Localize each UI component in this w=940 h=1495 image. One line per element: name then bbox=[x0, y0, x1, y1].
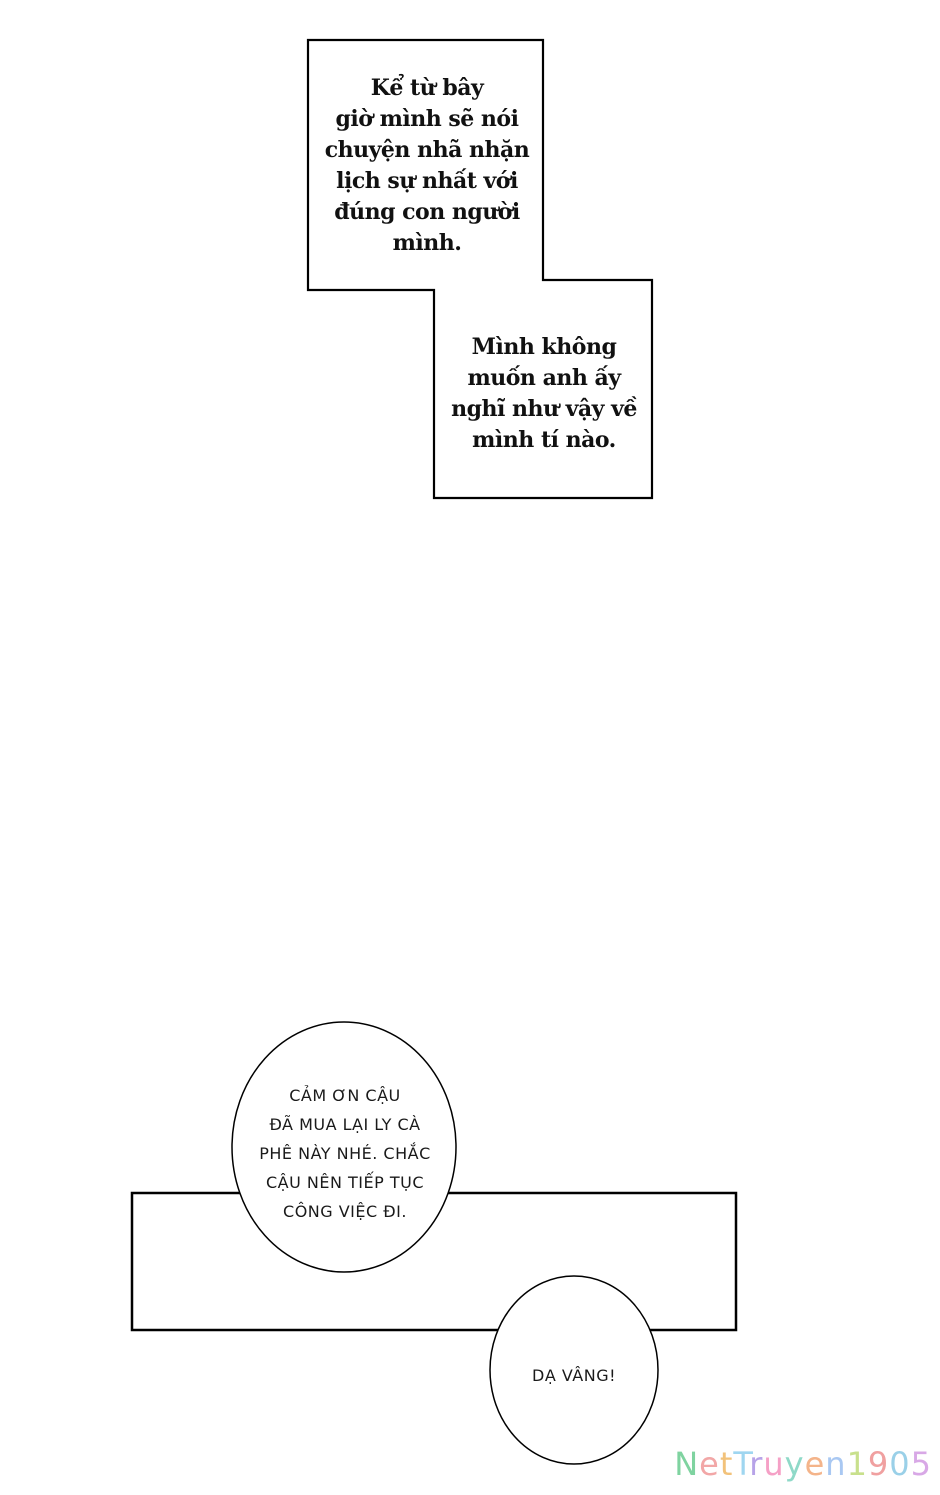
speech-line: CẬU NÊN TIẾP TỤC bbox=[265, 1173, 425, 1192]
watermark-letter: r bbox=[749, 1445, 764, 1483]
caption-box-outline bbox=[306, 38, 654, 500]
speech-line: CẢM ƠN CẬU bbox=[289, 1086, 401, 1105]
watermark-letter: 9 bbox=[867, 1445, 890, 1483]
speech-bubble-2-text: DẠ VÂNG! bbox=[514, 1361, 634, 1390]
watermark-letter: T bbox=[733, 1445, 750, 1483]
speech-line: CÔNG VIỆC ĐI. bbox=[283, 1202, 407, 1221]
speech-line: PHÊ NÀY NHÉ. CHẮC bbox=[259, 1144, 431, 1163]
watermark-text: NetTruyen1905 bbox=[674, 1445, 932, 1483]
watermark-letter: n bbox=[825, 1445, 847, 1483]
speech-line: DẠ VÂNG! bbox=[532, 1366, 616, 1385]
caption-line: Kể từ bây bbox=[370, 75, 484, 101]
watermark-letter: 5 bbox=[910, 1445, 932, 1483]
caption-line: mình tí nào. bbox=[472, 427, 616, 453]
speech-bubble-2-oval bbox=[489, 1275, 659, 1465]
watermark: NetTruyen1905 bbox=[674, 1445, 932, 1483]
caption-line: đúng con người bbox=[334, 199, 520, 225]
speech-line: ĐÃ MUA LẠI LY CÀ bbox=[269, 1115, 421, 1134]
watermark-letter: u bbox=[763, 1445, 785, 1483]
caption-line: muốn anh ấy bbox=[467, 365, 621, 391]
caption-line: chuyện nhã nhặn bbox=[324, 137, 530, 163]
caption-line: Mình không bbox=[471, 334, 617, 360]
watermark-letter: 0 bbox=[889, 1445, 911, 1483]
watermark-letter: e bbox=[804, 1445, 826, 1483]
watermark-letter: 1 bbox=[846, 1445, 868, 1483]
watermark-letter: N bbox=[674, 1445, 700, 1483]
caption-line: giờ mình sẽ nói bbox=[335, 106, 519, 132]
caption-box-1-text: Kể từ bây giờ mình sẽ nói chuyện nhã nhặ… bbox=[318, 73, 536, 259]
caption-line: nghĩ như vậy về bbox=[451, 396, 637, 422]
watermark-letter: e bbox=[699, 1445, 720, 1483]
caption-box-2-text: Mình không muốn anh ấy nghĩ như vậy về m… bbox=[440, 332, 648, 456]
speech-bubble-1-text: CẢM ƠN CẬU ĐÃ MUA LẠI LY CÀ PHÊ NÀY NHÉ.… bbox=[240, 1081, 450, 1226]
speech-bubble-1-oval bbox=[231, 1021, 457, 1273]
caption-line: lịch sự nhất với bbox=[336, 168, 518, 194]
caption-line: mình. bbox=[392, 230, 462, 256]
watermark-letter: y bbox=[784, 1445, 805, 1483]
watermark-letter: t bbox=[719, 1445, 734, 1483]
